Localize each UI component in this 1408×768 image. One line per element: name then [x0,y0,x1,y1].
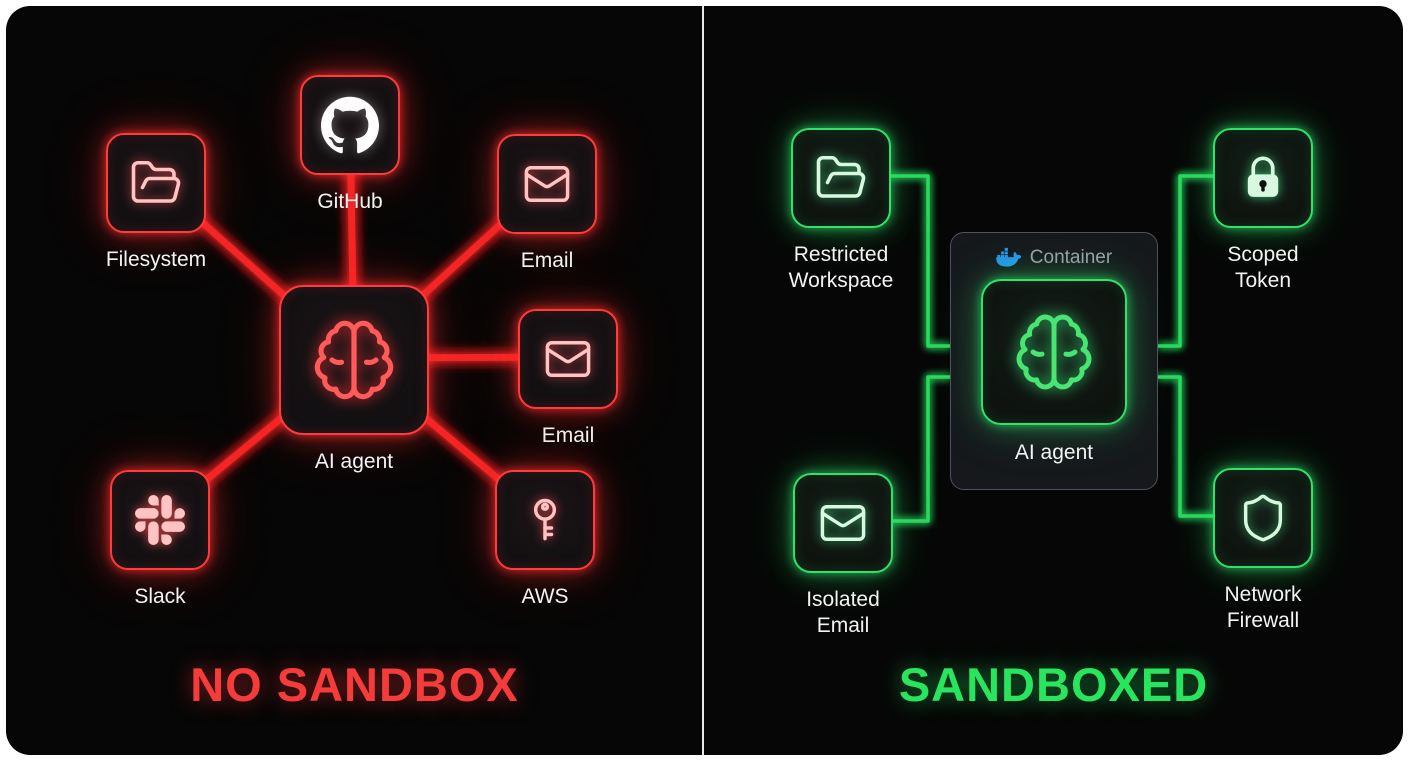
node-label: AWS [521,585,569,608]
node-box [279,285,429,435]
node-box [1213,468,1313,568]
node-label: Network Firewall [1224,583,1302,632]
node-email-1: Email [457,134,637,274]
node-ai-agent-right [981,279,1127,425]
slack-icon [135,495,185,545]
brain-icon [1012,310,1096,394]
node-label: Isolated Email [806,588,880,637]
lock-icon [1237,152,1289,204]
node-label: Restricted Workspace [788,243,894,292]
key-icon [519,494,571,546]
node-label: Slack [134,585,186,608]
node-restricted-workspace: Restricted Workspace [781,128,901,293]
panel-divider [702,6,704,755]
node-aws: AWS [455,470,635,610]
github-icon [321,96,379,154]
node-label: Email [541,424,595,447]
canvas-background [6,6,1403,755]
node-label: Filesystem [105,248,207,271]
node-label: AI agent [1014,441,1094,464]
node-github: GitHub [260,75,440,215]
node-label: Scoped Token [1227,243,1299,292]
node-slack: Slack [70,470,250,610]
node-box [300,75,400,175]
node-box [497,134,597,234]
node-isolated-email: Isolated Email [783,473,903,638]
node-box [518,309,618,409]
folder-open-icon [814,151,868,205]
node-box [106,133,206,233]
node-scoped-token: Scoped Token [1203,128,1323,293]
envelope-icon [542,333,594,385]
brain-icon [310,316,398,404]
node-network-firewall: Network Firewall [1203,468,1323,633]
node-filesystem: Filesystem [66,133,246,273]
node-box [793,473,893,573]
node-ai-agent-left: AI agent [264,285,444,475]
node-box [110,470,210,570]
envelope-icon [521,158,573,210]
docker-icon [996,245,1021,270]
folder-open-icon [129,156,183,210]
node-label: Email [520,249,574,272]
node-box [791,128,891,228]
sandboxed-title: SANDBOXED [898,658,1209,711]
container-header: Container [996,245,1112,270]
green-connectors [889,174,1215,523]
container-label: Container [1029,246,1113,268]
node-box [495,470,595,570]
node-box [1213,128,1313,228]
node-label: AI agent [314,450,394,473]
shield-icon [1237,492,1289,544]
container-box: Container AI agent [950,232,1158,490]
no-sandbox-title: NO SANDBOX [190,658,519,711]
node-label: GitHub [317,190,383,213]
envelope-icon [817,497,869,549]
node-email-2: Email [478,309,658,449]
